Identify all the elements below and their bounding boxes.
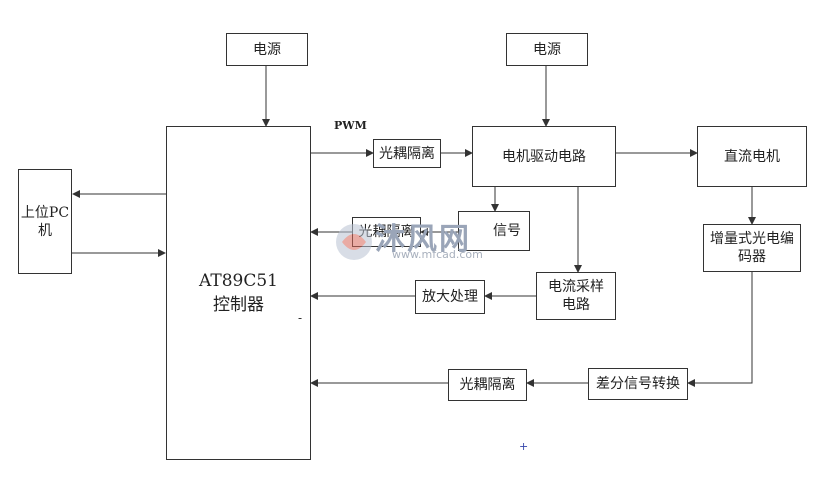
amplifier-block: 放大处理 — [415, 280, 485, 314]
dc-motor-label: 直流电机 — [724, 148, 780, 165]
motor-driver-block: 电机驱动电路 — [472, 126, 616, 187]
differential-converter-label: 差分信号转换 — [596, 376, 680, 392]
host-pc-label-line1: 上位PC — [20, 204, 70, 221]
mcu-label-line2: 控制器 — [213, 295, 264, 315]
plus-mark: + — [519, 440, 529, 453]
host-pc-label-line2: 机 — [38, 222, 52, 239]
power-supply-block-2: 电源 — [506, 33, 588, 66]
current-sampling-label-line1: 电流采样 — [548, 279, 604, 295]
host-pc-block: 上位PC 机 — [18, 169, 72, 274]
power-supply-block-1: 电源 — [226, 33, 308, 66]
mcu-label-line1: AT89C51 — [199, 271, 278, 291]
arrow-encoder-diff — [687, 272, 753, 387]
encoder-label-line1: 增量式光电编 — [710, 231, 794, 247]
power-supply-label-1: 电源 — [253, 41, 281, 58]
encoder-block: 增量式光电编 码器 — [703, 224, 801, 272]
power-supply-label-2: 电源 — [533, 41, 561, 58]
watermark-logo-icon — [336, 224, 372, 260]
mcu-controller-block: AT89C51 控制器 — [166, 126, 311, 460]
optocoupler-label-2: 光耦隔离 — [358, 224, 415, 240]
amplifier-label: 放大处理 — [422, 289, 478, 305]
current-sampling-label-line2: 电路 — [562, 297, 590, 313]
pwm-label: PWM — [334, 119, 367, 132]
optocoupler-block-1: 光耦隔离 — [373, 139, 441, 168]
watermark-text: 沐风网 — [375, 222, 471, 257]
encoder-label-line2: 码器 — [738, 249, 766, 265]
optocoupler-block-3: 光耦隔离 — [448, 369, 527, 401]
dc-motor-block: 直流电机 — [697, 126, 807, 187]
signal-label: 信号 — [493, 223, 521, 239]
watermark-url: www.mfcad.com — [392, 248, 483, 261]
dash-mark: - — [298, 311, 303, 325]
motor-driver-label: 电机驱动电路 — [502, 148, 586, 165]
current-sampling-block: 电流采样 电路 — [536, 272, 616, 320]
differential-converter-block: 差分信号转换 — [588, 368, 688, 400]
optocoupler-label-1: 光耦隔离 — [379, 145, 435, 162]
signal-block: 信号 — [458, 211, 530, 251]
optocoupler-label-3: 光耦隔离 — [459, 377, 516, 393]
